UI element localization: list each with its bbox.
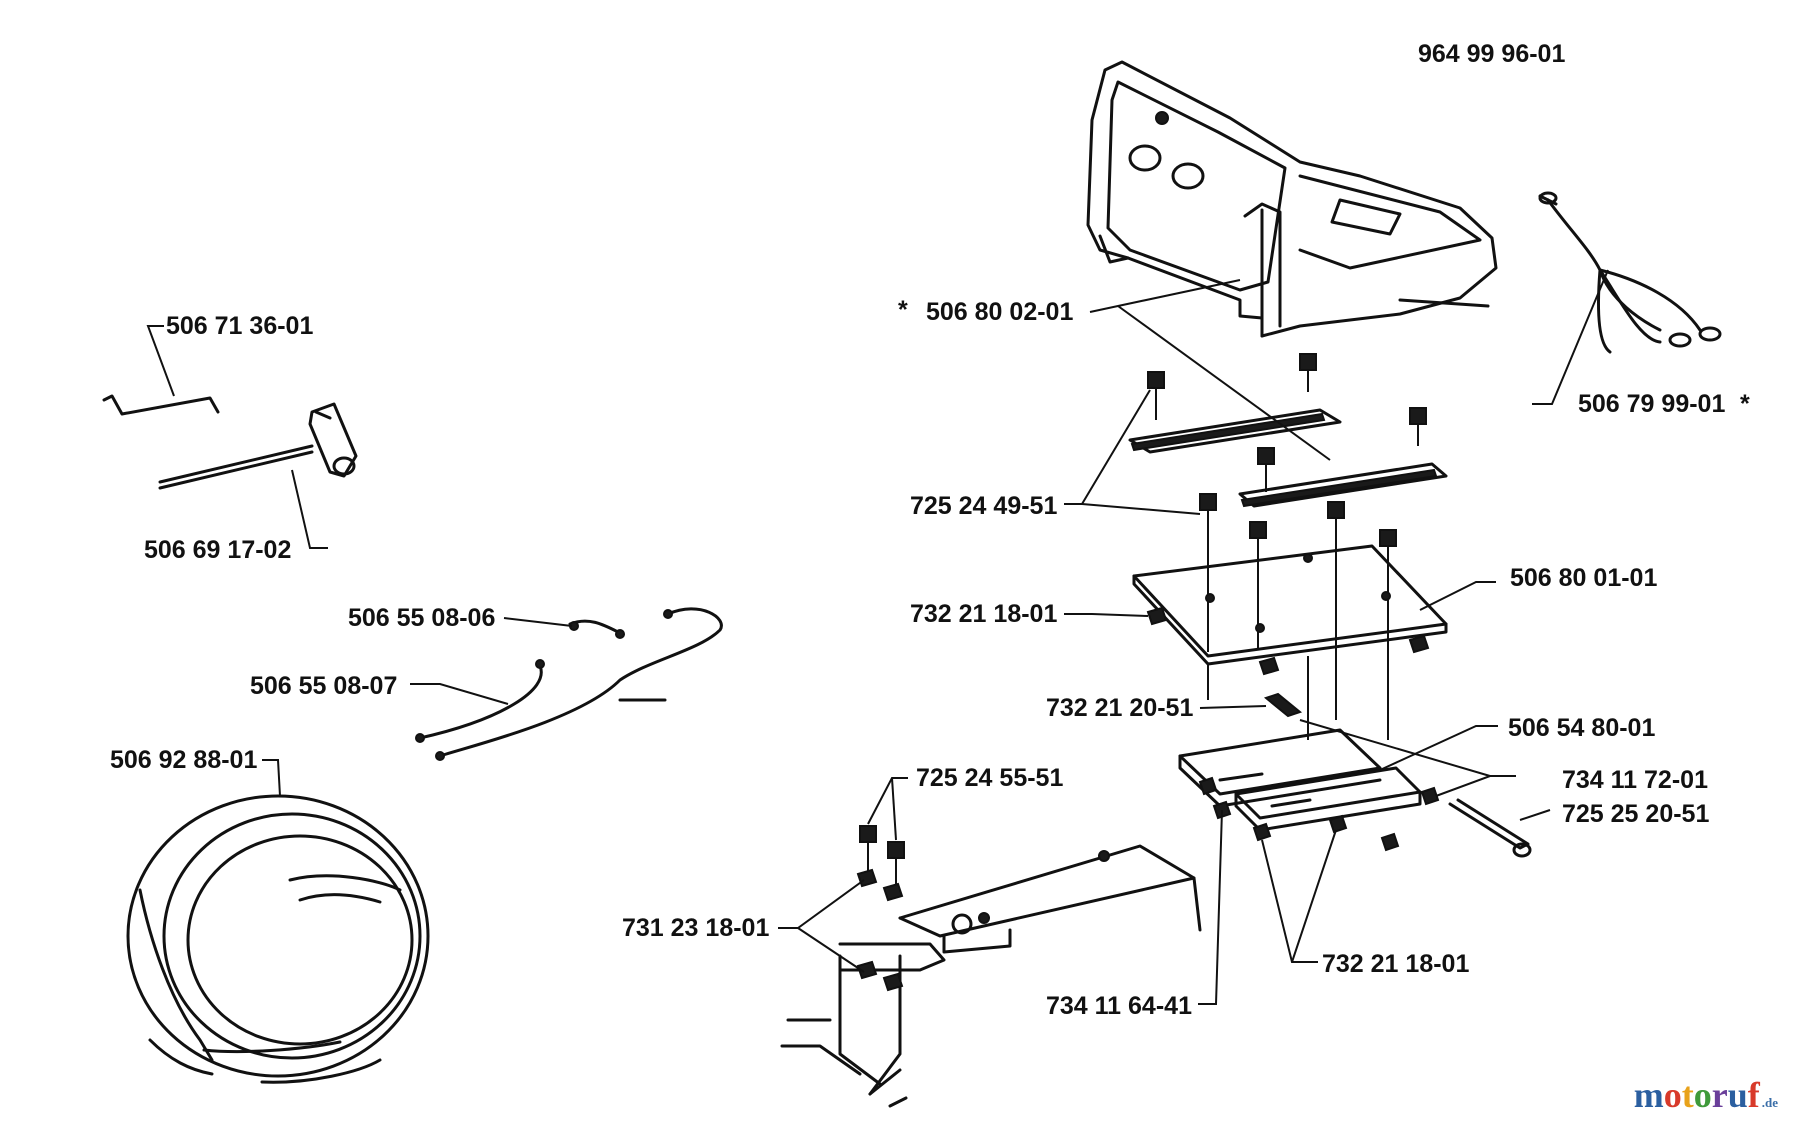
screws-drawing: [1147, 353, 1427, 740]
label-964-99-96-01: 964 99 96-01: [1418, 40, 1565, 68]
lower-slide-bracket-drawing: [1178, 692, 1532, 858]
asterisk-seat-bracket: *: [898, 296, 908, 324]
label-732-21-18-01-upper: 732 21 18-01: [910, 600, 1057, 628]
frame-bracket-drawing: [780, 825, 1202, 1108]
leader-lines: [146, 269, 1609, 1005]
part-labels: 964 99 96-01 * 506 80 02-01 506 79 99-01…: [110, 40, 1750, 1020]
label-734-11-72-01: 734 11 72-01: [1562, 766, 1708, 794]
label-725-24-55-51: 725 24 55-51: [916, 764, 1063, 792]
label-506-55-08-07: 506 55 08-07: [250, 672, 397, 700]
watermark-logo: motoruf.de: [1634, 1074, 1778, 1116]
label-506-71-36-01: 506 71 36-01: [166, 312, 313, 340]
label-725-25-20-51: 725 25 20-51: [1562, 800, 1709, 828]
label-731-23-18-01: 731 23 18-01: [622, 914, 769, 942]
watermark-suffix: .de: [1761, 1095, 1778, 1110]
label-732-21-18-01-lower: 732 21 18-01: [1322, 950, 1469, 978]
label-506-92-88-01: 506 92 88-01: [110, 746, 257, 774]
label-506-80-01-01: 506 80 01-01: [1510, 564, 1657, 592]
label-506-69-17-02: 506 69 17-02: [144, 536, 291, 564]
allen-key-drawing: [102, 394, 220, 416]
label-734-11-64-41: 734 11 64-41: [1046, 992, 1192, 1020]
slide-rails-drawing: [1128, 408, 1448, 508]
mounting-plate-drawing: [1132, 544, 1448, 740]
seat-drawing: [1086, 60, 1498, 338]
label-506-54-80-01: 506 54 80-01: [1508, 714, 1655, 742]
watermark-brand: motoruf: [1633, 1075, 1760, 1115]
label-506-80-02-01: 506 80 02-01: [926, 298, 1073, 326]
bowden-cables-drawing: [415, 607, 723, 761]
seat-switch-cable-drawing: [1538, 191, 1722, 354]
label-506-79-99-01: 506 79 99-01: [1578, 390, 1725, 418]
wire-harness-drawing: [126, 794, 430, 1084]
label-506-55-08-06: 506 55 08-06: [348, 604, 495, 632]
label-732-21-20-51: 732 21 20-51: [1046, 694, 1193, 722]
label-725-24-49-51: 725 24 49-51: [910, 492, 1057, 520]
spark-plug-wrench-drawing: [158, 402, 358, 490]
asterisk-cable-right: *: [1740, 390, 1750, 418]
